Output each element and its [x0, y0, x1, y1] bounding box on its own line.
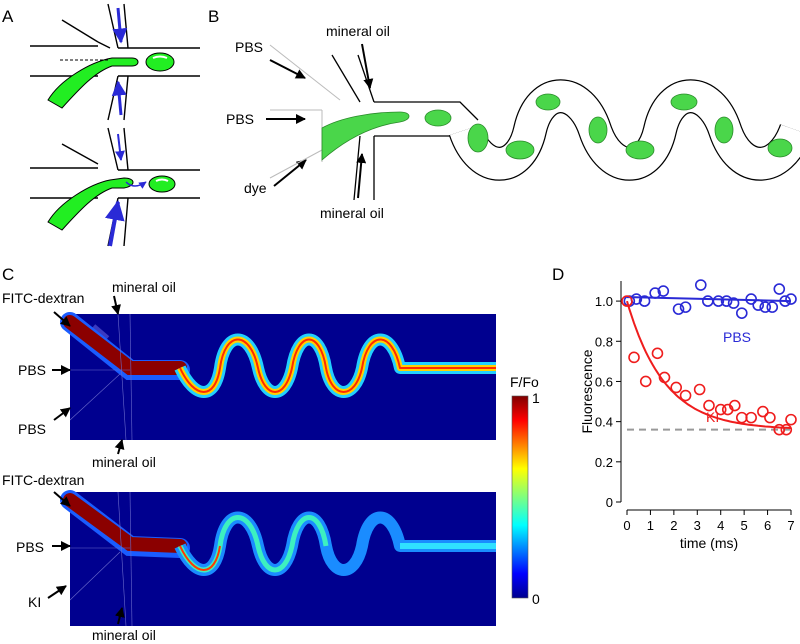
y-tick-label: 0.4	[595, 415, 613, 430]
data-point-pbs	[752, 299, 765, 311]
panel-c: C FI	[2, 265, 540, 643]
data-point-ki	[651, 347, 664, 360]
label-ki-c: KI	[28, 594, 41, 610]
data-point-ki	[764, 411, 776, 424]
panel-d: D 0 0.2 0.4 0.6 0.8 1.0 0 1 2 3 4 5 6 7 time (ms) Fluor…	[552, 265, 797, 551]
label-fitc-bottom: FITC-dextran	[2, 472, 84, 488]
label-oil-bottom-c2: mineral oil	[92, 627, 156, 643]
label-dye: dye	[244, 180, 267, 196]
data-point-ki	[628, 351, 640, 364]
data-point-pbs	[712, 295, 725, 307]
heatmap-bottom	[60, 490, 496, 627]
data-point-pbs	[702, 295, 714, 307]
y-tick-label: 0.2	[595, 455, 613, 470]
label-oil-bottom: mineral oil	[320, 205, 384, 221]
fit-line-pbs	[626, 296, 792, 303]
chart-d: 0 0.2 0.4 0.6 0.8 1.0 0 1 2 3 4 5 6 7 time (ms) Fluores…	[579, 279, 797, 551]
fit-line-ki	[626, 300, 792, 430]
y-tick-label: 0	[606, 495, 613, 510]
data-point-ki	[773, 423, 786, 436]
x-tick-label: 6	[764, 518, 771, 533]
label-pbs-mid-c: PBS	[18, 362, 46, 378]
data-point-ki	[728, 399, 741, 412]
panel-c-letter: C	[2, 265, 14, 284]
label-oil-top-c: mineral oil	[112, 279, 176, 295]
heatmap-top	[60, 312, 496, 441]
colorbar: F/Fo 1 0	[510, 374, 540, 607]
data-point-pbs	[773, 283, 786, 295]
label-pbs-top: PBS	[235, 39, 263, 55]
y-axis-label: Fluorescence	[579, 349, 595, 433]
x-tick-label: 7	[787, 518, 794, 533]
data-point-ki	[757, 405, 769, 418]
label-pbs-low-c: PBS	[18, 421, 46, 437]
series-label-pbs: PBS	[723, 329, 751, 345]
label-pbs-mid: PBS	[226, 111, 254, 127]
data-point-ki	[745, 411, 757, 424]
data-point-pbs	[735, 307, 748, 319]
x-tick-label: 4	[717, 518, 724, 533]
y-tick-label: 0.8	[595, 334, 613, 349]
colorbar-max: 1	[532, 390, 540, 406]
data-point-ki	[780, 423, 793, 436]
data-point-ki	[658, 371, 671, 384]
y-tick-label: 0.6	[595, 374, 613, 389]
data-point-ki	[693, 383, 706, 396]
data-point-pbs	[638, 295, 651, 307]
data-point-pbs	[649, 287, 661, 299]
data-point-ki	[621, 295, 633, 307]
data-point-pbs	[727, 297, 740, 309]
x-tick-label: 3	[694, 518, 701, 533]
data-point-ki	[639, 375, 652, 388]
label-fitc-top: FITC-dextran	[2, 290, 84, 306]
label-oil-bottom-c: mineral oil	[92, 454, 156, 470]
panel-a-junction-top	[30, 3, 200, 121]
data-point-ki	[735, 411, 748, 424]
label-pbs-mid-c2: PBS	[16, 539, 44, 555]
data-point-ki	[670, 381, 683, 394]
series-label-ki: KI	[706, 409, 719, 425]
panel-c-top-arrows	[52, 295, 125, 455]
panel-c-bottom-arrows	[47, 491, 125, 625]
data-point-pbs	[694, 279, 707, 291]
x-tick-label: 2	[670, 518, 677, 533]
data-point-ki	[679, 389, 692, 402]
x-tick-label: 0	[623, 518, 630, 533]
data-point-pbs	[779, 295, 791, 307]
data-point-ki	[785, 413, 797, 426]
data-point-pbs	[672, 303, 685, 315]
data-point-ki	[714, 403, 727, 416]
label-oil-top: mineral oil	[326, 23, 390, 39]
colorbar-min: 0	[532, 591, 540, 607]
data-point-pbs	[766, 301, 779, 313]
panel-b-arrows	[266, 43, 374, 199]
panel-d-letter: D	[552, 265, 564, 284]
data-point-pbs	[745, 293, 757, 305]
data-point-pbs	[720, 295, 733, 307]
x-tick-label: 1	[647, 518, 654, 533]
panel-a-letter: A	[2, 7, 14, 26]
data-point-pbs	[657, 285, 670, 297]
data-point-pbs	[759, 301, 772, 313]
data-point-pbs	[785, 293, 797, 305]
panel-b-channel	[269, 44, 800, 201]
panel-b-letter: B	[208, 7, 219, 26]
data-point-ki	[703, 399, 715, 412]
y-tick-label: 1.0	[595, 294, 613, 309]
data-point-pbs	[679, 301, 692, 313]
panel-a-junction-bottom	[30, 127, 200, 247]
colorbar-title: F/Fo	[510, 374, 539, 390]
x-tick-label: 5	[741, 518, 748, 533]
panel-b: B PBS PBS dye mineral oil mineral oil	[208, 7, 800, 221]
x-axis-label: time (ms)	[680, 535, 738, 551]
panel-a: A	[2, 3, 200, 247]
